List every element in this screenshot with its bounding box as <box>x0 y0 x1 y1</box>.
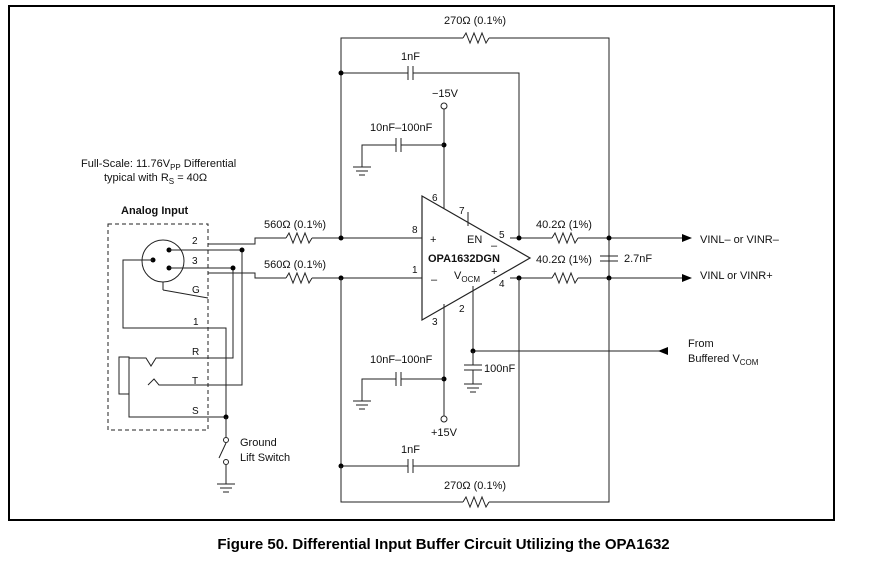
output-capacitor <box>600 255 618 262</box>
opamp-pin-8: 8 <box>412 225 418 236</box>
feedback-resistor-top-label: 270Ω (0.1%) <box>444 15 506 27</box>
full-scale-note: Full-Scale: 11.76VPP Differential <box>81 158 236 172</box>
ground-lift-switch-icon <box>217 417 235 493</box>
opamp-pin-7: 7 <box>459 206 465 217</box>
vcom-arrow-icon <box>658 347 668 355</box>
opamp-pin-1: 1 <box>412 265 418 276</box>
vcom-source-label-line1: From <box>688 338 714 350</box>
opamp-pin-4: 4 <box>499 279 505 290</box>
junction-dot <box>516 235 522 241</box>
analog-input-title: Analog Input <box>121 205 189 217</box>
vcom-source-label-line2: Buffered VCOM <box>688 353 759 367</box>
source-impedance-note: typical with RS = 40Ω <box>104 172 207 186</box>
xlr-ground-wire <box>162 289 209 299</box>
junction-dot <box>338 70 344 76</box>
opamp-output-plus-symbol: + <box>491 266 497 278</box>
supply-terminal-icon <box>440 415 448 423</box>
decoupling-capacitor-top <box>353 138 444 176</box>
output-resistor-bottom <box>510 271 692 285</box>
ground-lift-label-line1: Ground <box>240 437 277 449</box>
feedback-resistor-top <box>340 31 610 278</box>
output-resistor-top-label: 40.2Ω (1%) <box>536 219 592 231</box>
analog-input-box <box>107 223 209 431</box>
figure-frame <box>8 5 835 521</box>
opamp-pin-2: 2 <box>459 304 465 315</box>
opamp-part-number: OPA1632DGN <box>428 253 500 265</box>
output-capacitor-label: 2.7nF <box>624 253 652 265</box>
output-top-label: VINL– or VINR– <box>700 234 780 246</box>
opamp-pin-5: 5 <box>499 230 505 241</box>
feedback-capacitor-bottom-label: 1nF <box>401 444 420 456</box>
feedback-resistor-bottom <box>340 278 610 509</box>
trs-jack-icon <box>118 356 130 395</box>
vcom-capacitor-label: 100nF <box>484 363 515 375</box>
xlr-connector-icon <box>141 239 185 283</box>
trs-sleeve-wire <box>128 394 226 418</box>
jack-pin-2-label: 2 <box>192 236 198 247</box>
supply-terminal-icon <box>440 102 448 110</box>
trs-ring-wire <box>129 268 234 367</box>
jack-pin-1-label: 1 <box>193 317 199 328</box>
positive-supply-label: +15V <box>431 427 458 439</box>
decoupling-capacitor-top-label: 10nF–100nF <box>370 122 433 134</box>
feedback-capacitor-top <box>341 66 520 238</box>
negative-supply-label: −15V <box>432 88 459 100</box>
decoupling-capacitor-bottom-label: 10nF–100nF <box>370 354 433 366</box>
opamp-vocm-label: VOCM <box>454 270 480 284</box>
input-resistor-bottom <box>208 271 422 285</box>
junction-dot <box>230 265 236 271</box>
jack-pin-s-label: S <box>192 406 199 417</box>
jack-pin-t-label: T <box>192 376 198 387</box>
feedback-resistor-bottom-label: 270Ω (0.1%) <box>444 480 506 492</box>
ground-lift-label-line2: Lift Switch <box>240 452 290 464</box>
output-bottom-label: VINL or VINR+ <box>700 270 773 282</box>
jack-pin-3-label: 3 <box>192 256 198 267</box>
decoupling-capacitor-bottom <box>353 372 444 410</box>
trs-tip-wire <box>147 250 243 386</box>
opamp-pin-6: 6 <box>432 193 438 204</box>
feedback-capacitor-top-label: 1nF <box>401 51 420 63</box>
junction-dot <box>338 235 344 241</box>
opamp-enable-label: EN <box>467 234 482 246</box>
input-resistor-top <box>208 231 422 245</box>
opamp-noninverting-symbol: + <box>430 234 436 246</box>
output-resistor-bottom-label: 40.2Ω (1%) <box>536 254 592 266</box>
junction-dot <box>239 247 245 253</box>
output-resistor-top <box>510 231 692 245</box>
jack-pin-g-label: G <box>192 285 200 296</box>
xlr-pin1-wire <box>122 259 227 417</box>
opamp-pin-3: 3 <box>432 317 438 328</box>
jack-pin-r-label: R <box>192 347 199 358</box>
opamp-inverting-symbol: – <box>431 274 438 286</box>
opamp-output-minus-symbol: – <box>491 240 498 252</box>
figure-caption: Figure 50. Differential Input Buffer Cir… <box>217 536 670 553</box>
vcom-capacitor <box>464 351 482 393</box>
opamp-triangle <box>421 194 532 322</box>
input-resistor-bottom-label: 560Ω (0.1%) <box>264 259 326 271</box>
input-resistor-top-label: 560Ω (0.1%) <box>264 219 326 231</box>
junction-dot <box>606 235 612 241</box>
